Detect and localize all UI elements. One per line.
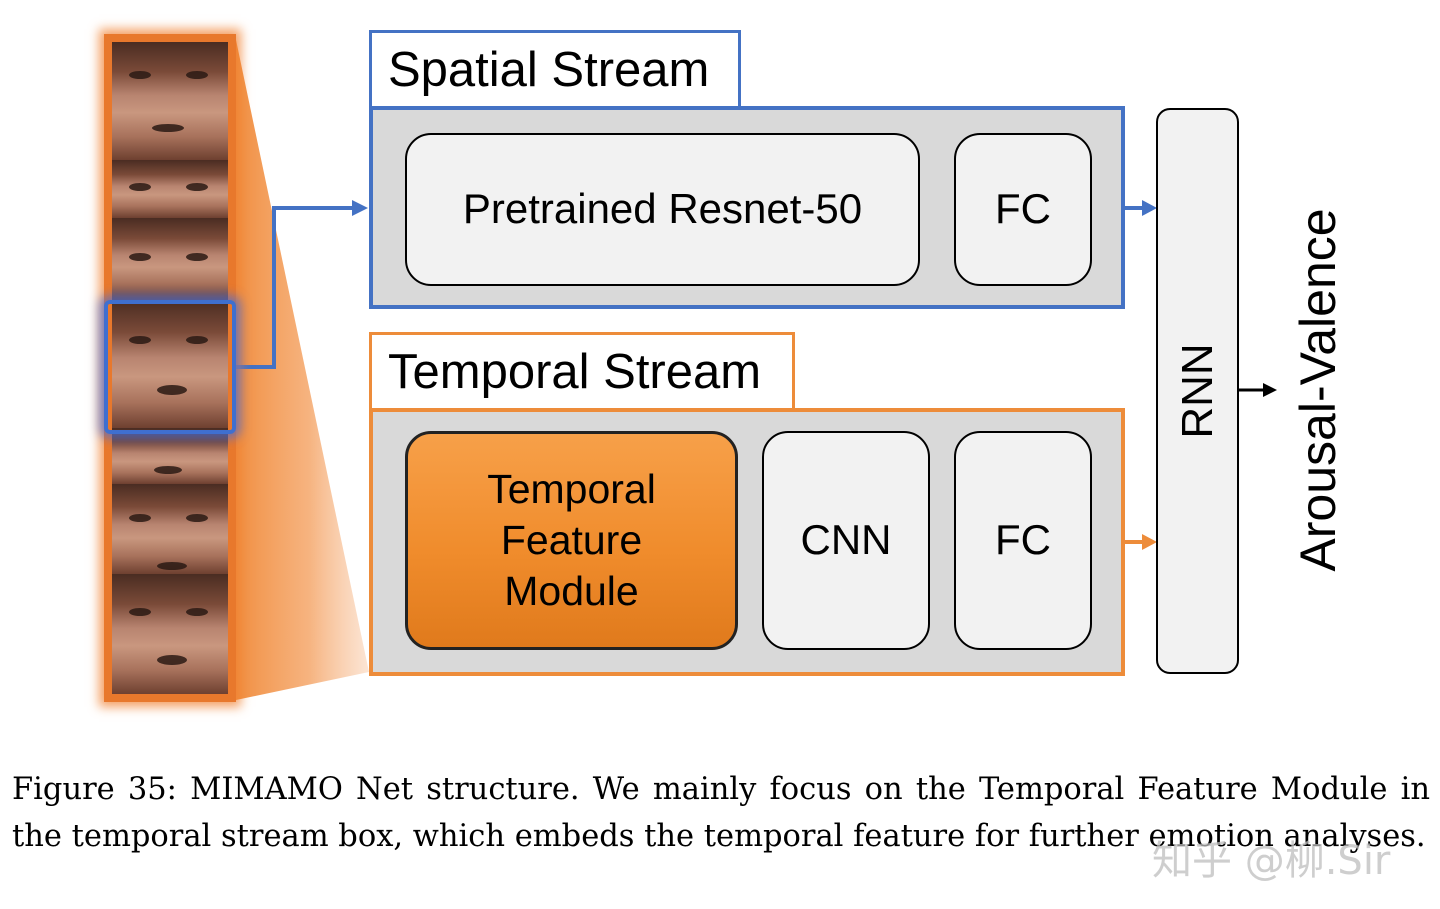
rnn-block: RNN — [1156, 108, 1239, 674]
face-frame — [112, 574, 228, 694]
cnn-block: CNN — [762, 431, 930, 650]
temporal-feature-module-block: Temporal Feature Module — [405, 431, 738, 650]
pretrained-resnet-block: Pretrained Resnet-50 — [405, 133, 920, 286]
projection-fan — [236, 40, 369, 700]
face-frame — [112, 300, 228, 428]
face-frame-strip — [104, 34, 236, 702]
spatial-stream-title: Spatial Stream — [369, 30, 741, 109]
arousal-valence-label: Arousal-Valence — [1290, 208, 1346, 572]
spatial-input-arrow — [236, 206, 358, 369]
rnn-label: RNN — [1172, 343, 1222, 439]
selected-frame-highlight — [104, 300, 236, 434]
face-frame — [112, 428, 228, 484]
spatial-fc-block: FC — [954, 133, 1092, 286]
face-frame — [112, 484, 228, 574]
temporal-feature-module-label: Temporal Feature Module — [487, 465, 656, 615]
temporal-stream-title: Temporal Stream — [369, 332, 795, 411]
watermark: 知乎 @柳.Sir — [1152, 838, 1391, 884]
face-frame — [112, 42, 228, 160]
figure-caption: Figure 35: MIMAMO Net structure. We main… — [12, 772, 1430, 854]
temporal-fc-block: FC — [954, 431, 1092, 650]
output-label-container: Arousal-Valence — [1268, 90, 1368, 690]
